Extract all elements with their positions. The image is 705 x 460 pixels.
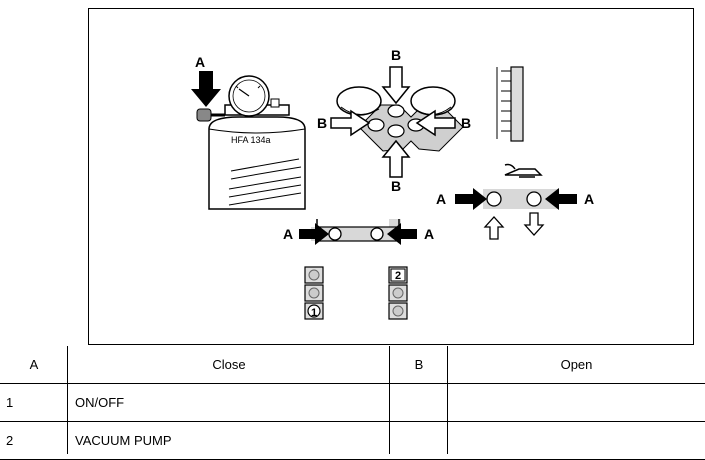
- arrow-b-down-icon: [381, 66, 411, 105]
- label-a-oil-right: A: [584, 191, 594, 207]
- arrow-b-up-icon: [381, 139, 411, 178]
- arrow-a-down-icon: [191, 71, 221, 107]
- label-a-oil-left: A: [436, 191, 446, 207]
- diagram-svg: A HFA 134a B: [191, 47, 594, 320]
- arrow-down-outline-icon: [523, 212, 545, 236]
- row-b-value: [396, 422, 446, 459]
- valve-bar: [311, 219, 401, 242]
- valve-stack-1: [304, 266, 324, 320]
- header-open: Open: [560, 357, 593, 372]
- row-open-value: [454, 422, 694, 459]
- table-divider: [447, 346, 448, 454]
- arrow-b-left-icon: [415, 109, 456, 137]
- table-row: 2 VACUUM PUMP: [0, 422, 705, 460]
- label-a-bar-right: A: [424, 226, 434, 242]
- valve-stack-2: [388, 266, 408, 320]
- row-number: 2: [6, 433, 14, 448]
- header-b: B: [414, 357, 424, 372]
- label-a-cylinder: A: [195, 54, 205, 70]
- label-b-right: B: [461, 115, 471, 131]
- refrigerant-cylinder: [196, 75, 306, 210]
- row-b-value: [396, 384, 446, 421]
- oil-can-icon: [504, 163, 543, 178]
- label-b-top: B: [391, 47, 401, 63]
- table-row: 1 ON/OFF: [0, 384, 705, 422]
- table-divider: [67, 346, 68, 454]
- label-a-bar-left: A: [283, 226, 293, 242]
- arrow-b-right-icon: [330, 109, 371, 137]
- table-header-row: A Close B Open: [0, 346, 705, 384]
- arrow-up-outline-icon: [483, 216, 505, 240]
- arrow-a-right-oil-icon: [455, 188, 487, 210]
- row-number: 1: [6, 395, 14, 410]
- label-b-left: B: [317, 115, 327, 131]
- oil-pump-body: [483, 189, 559, 209]
- label-b-bottom: B: [391, 178, 401, 194]
- row-close-value: ON/OFF: [75, 395, 125, 410]
- level-scale: [496, 66, 524, 142]
- valve-number-one: 1: [311, 307, 317, 319]
- arrow-a-left-oil-icon: [545, 188, 577, 210]
- header-close: Close: [212, 357, 246, 372]
- row-close-value: VACUUM PUMP: [75, 433, 172, 448]
- arrow-a-left-bar-icon: [387, 223, 417, 245]
- table-divider: [389, 346, 390, 454]
- manifold-gauge-set: [336, 86, 464, 152]
- cylinder-label: HFA 134a: [231, 135, 271, 145]
- arrow-a-right-bar-icon: [299, 223, 329, 245]
- valve-number-two: 2: [395, 270, 401, 282]
- header-a: A: [29, 357, 39, 372]
- row-open-value: [454, 384, 694, 421]
- diagram-figure: A HFA 134a B: [88, 8, 694, 345]
